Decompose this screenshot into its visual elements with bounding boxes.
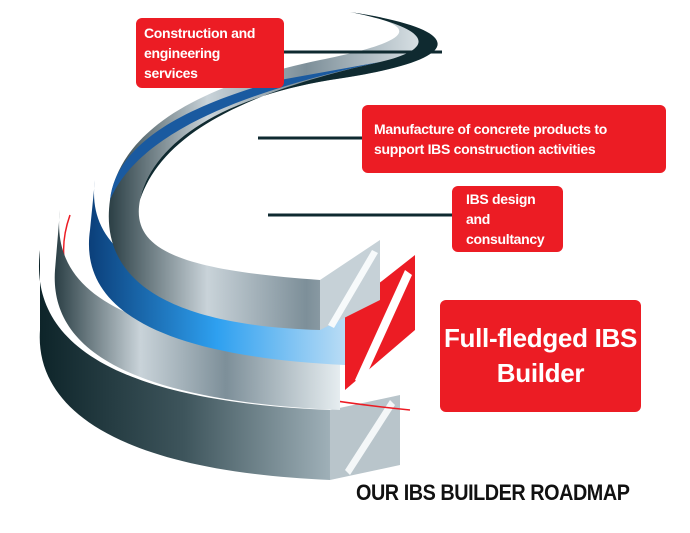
label-text: Construction and engineering services [144, 24, 256, 82]
roadmap-title: OUR IBS BUILDER ROADMAP [356, 480, 630, 505]
ribbon-highlight-bottom [345, 400, 395, 475]
label-full-fledged-builder: Full-fledged IBS Builder [440, 300, 641, 412]
label-design-consultancy: IBS design and consultancy [452, 186, 563, 252]
ribbon-layer-middle [54, 210, 340, 410]
label-text: Manufacture of concrete products to supp… [374, 120, 607, 157]
ribbon-sweep-blue [110, 62, 380, 200]
ribbon-highlight-top [328, 250, 378, 328]
ribbon-layer-bottom [38, 250, 331, 480]
ribbon-highlight-red [355, 270, 412, 385]
label-construction-services: Construction and engineering services [136, 18, 284, 88]
label-text: Full-fledged IBS Builder [443, 322, 638, 388]
label-concrete-manufacture: Manufacture of concrete products to supp… [362, 105, 666, 173]
label-text: IBS design and consultancy [466, 190, 545, 248]
